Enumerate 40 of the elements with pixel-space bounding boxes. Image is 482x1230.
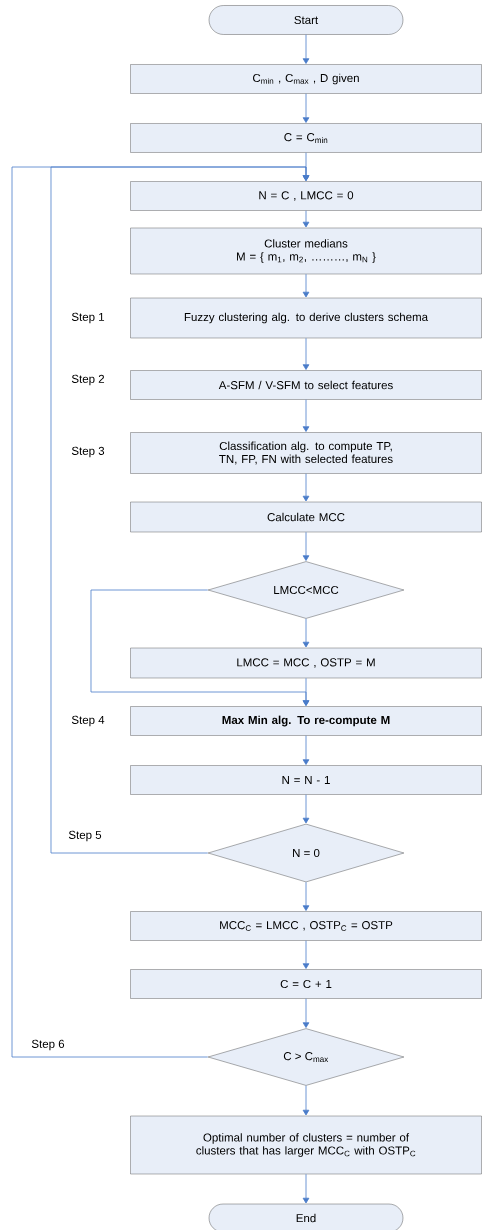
arrow [11,166,310,1058]
process-box: Cluster medians M = { m$_{1}$, m$_{2}$, ………, m$_{N}$ } [130,227,482,275]
arrow [302,998,310,1028]
step-label: Step 6 [31,1039,65,1051]
arrow [302,735,310,765]
process-box: N = N - 1 [130,765,482,795]
process-box: C = C + 1 [130,969,482,999]
arrow [302,93,310,123]
arrow [302,531,310,561]
process-box: Calculate MCC [130,501,482,533]
process-box: Max Min alg. To re-compute M [130,706,482,736]
process-box: MCC$_{C}$ = LMCC , OSTP$_{C}$ = OSTP [130,911,482,941]
process-box: LMCC = MCC , OSTP = M [130,647,482,679]
process-box: C$_{min}$ , C$_{max}$ , D given [130,64,482,94]
arrow [302,794,310,824]
arrow [302,34,310,64]
terminator: Start [208,5,404,35]
process-box: Fuzzy clustering alg. to derive clusters schema [130,297,482,339]
arrow [302,1173,310,1204]
step-label: Step 4 [71,715,105,727]
arrow [302,337,310,370]
arrow [302,273,310,298]
arrow [302,399,310,432]
arrow [302,881,310,911]
arrow [302,618,310,648]
arrow [302,210,310,228]
process-box: N = C , LMCC = 0 [130,181,482,211]
step-label: Step 5 [68,830,102,842]
arrow [302,1085,310,1116]
process-box: A-SFM / V-SFM to select features [130,370,482,400]
process-box: Optimal number of clusters = number of clusters that has larger MCC$_{C}$ with OSTP$_{C}$ [130,1115,482,1175]
arrow [302,940,310,969]
step-label: Step 1 [71,312,105,324]
process-box: C = C$_{min}$ [130,123,482,153]
step-label: Step 2 [71,374,105,386]
terminator: End [208,1203,404,1230]
arrow [302,473,310,502]
step-label: Step 3 [71,446,105,458]
process-box: Classification alg. to compute TP, TN, FP, FN with selected features [130,432,482,474]
arrow [302,677,310,706]
